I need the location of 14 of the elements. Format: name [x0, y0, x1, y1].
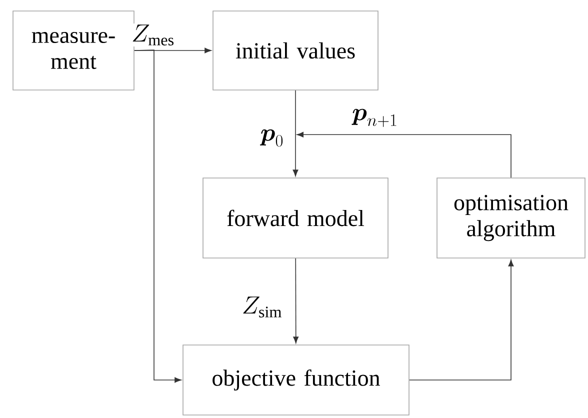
process-box: optimisation algorithm	[436, 178, 586, 258]
arrow	[409, 260, 514, 380]
process-box: objective function	[182, 344, 410, 416]
arrow	[292, 90, 298, 176]
process-box: measure- ment	[12, 10, 134, 90]
process-box: forward model	[202, 178, 388, 258]
edge-label: $\boldsymbol{p}_0$	[259, 128, 285, 148]
edge-label: $Z_{\mathrm{mes}}$	[130, 24, 176, 46]
arrow	[296, 132, 512, 178]
process-box: initial values	[212, 10, 378, 90]
edge-label: $\boldsymbol{p}_{n+1}$	[351, 108, 399, 128]
arrow	[134, 50, 182, 383]
edge-label: $Z_{\mathrm{sim}}$	[240, 296, 284, 318]
arrow	[293, 258, 299, 344]
